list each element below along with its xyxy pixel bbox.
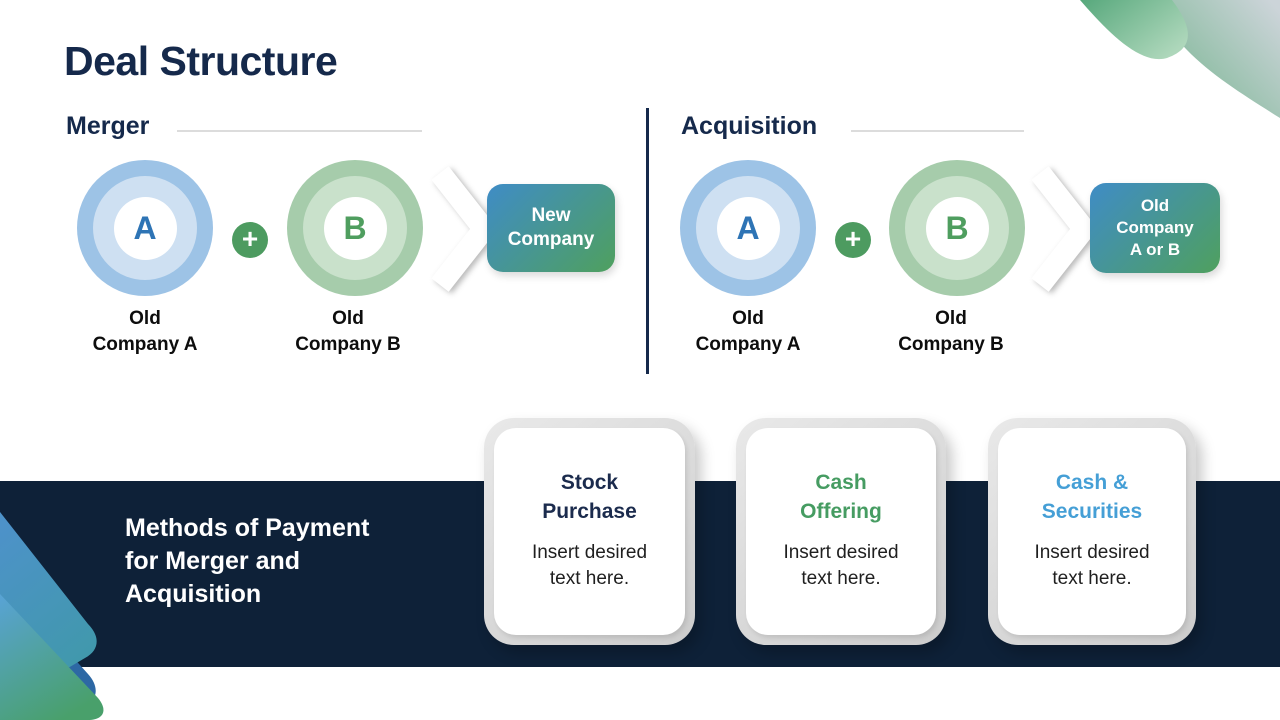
merger-result-box: New Company xyxy=(487,184,615,272)
card-cash-offering: Cash Offering Insert desired text here. xyxy=(736,418,946,645)
acquisition-company-a-ring: A xyxy=(696,176,800,280)
acquisition-company-b-ring: B xyxy=(905,176,1009,280)
acquisition-arrow-icon xyxy=(1031,166,1098,292)
merger-arrow-icon xyxy=(431,166,498,292)
card-cash-securities-body: Insert desired text here. xyxy=(1034,542,1150,589)
merger-company-b-ring: B xyxy=(303,176,407,280)
acquisition-plus-glyph: + xyxy=(844,223,862,254)
card-stock-purchase: Stock Purchase Insert desired text here. xyxy=(484,418,695,645)
merger-old-company-a-label: Old Company A xyxy=(92,308,198,355)
acquisition-company-a-core: A xyxy=(716,196,780,260)
acquisition-company-a-circle: A xyxy=(680,160,816,296)
acquisition-old-company-b-label: Old Company B xyxy=(898,308,1004,355)
acquisition-result-box: Old Company A or B xyxy=(1090,183,1220,273)
card-cash-offering-title: Cash Offering xyxy=(800,471,882,523)
acquisition-letter-a: A xyxy=(736,209,760,246)
card-stock-purchase-title: Stock Purchase xyxy=(542,471,637,523)
merger-heading: Merger xyxy=(66,112,150,140)
merger-company-a-circle: A xyxy=(77,160,213,296)
merger-heading-rule xyxy=(177,130,422,132)
card-cash-securities-inner: Cash & Securities Insert desired text he… xyxy=(998,428,1186,635)
merger-old-company-b-label: Old Company B xyxy=(295,308,401,355)
acquisition-heading: Acquisition xyxy=(681,112,818,140)
acquisition-company-b-core: B xyxy=(925,196,989,260)
payment-band-heading: Methods of Payment for Merger and Acquis… xyxy=(125,514,370,608)
card-cash-offering-inner: Cash Offering Insert desired text here. xyxy=(746,428,936,635)
card-stock-purchase-inner: Stock Purchase Insert desired text here. xyxy=(494,428,685,635)
merger-letter-a: A xyxy=(133,209,157,246)
page-title: Deal Structure xyxy=(64,38,338,84)
acquisition-old-company-a-label: Old Company A xyxy=(695,308,801,355)
bottom-left-triangle-decoration xyxy=(0,512,104,720)
merger-plus-icon: + xyxy=(232,222,268,258)
card-stock-purchase-body: Insert desired text here. xyxy=(531,542,648,589)
top-right-leaf-decoration xyxy=(1080,0,1280,118)
merger-company-b-core: B xyxy=(323,196,387,260)
acquisition-letter-b: B xyxy=(945,209,969,246)
merger-company-b-circle: B xyxy=(287,160,423,296)
section-divider xyxy=(646,108,649,374)
merger-plus-glyph: + xyxy=(241,223,259,254)
merger-company-a-core: A xyxy=(113,196,177,260)
card-cash-securities-title: Cash & Securities xyxy=(1041,471,1143,523)
merger-letter-b: B xyxy=(343,209,367,246)
acquisition-company-b-circle: B xyxy=(889,160,1025,296)
card-cash-securities: Cash & Securities Insert desired text he… xyxy=(988,418,1196,645)
acquisition-heading-rule xyxy=(851,130,1024,132)
card-cash-offering-body: Insert desired text here. xyxy=(783,542,899,589)
merger-company-a-ring: A xyxy=(93,176,197,280)
acquisition-plus-icon: + xyxy=(835,222,871,258)
